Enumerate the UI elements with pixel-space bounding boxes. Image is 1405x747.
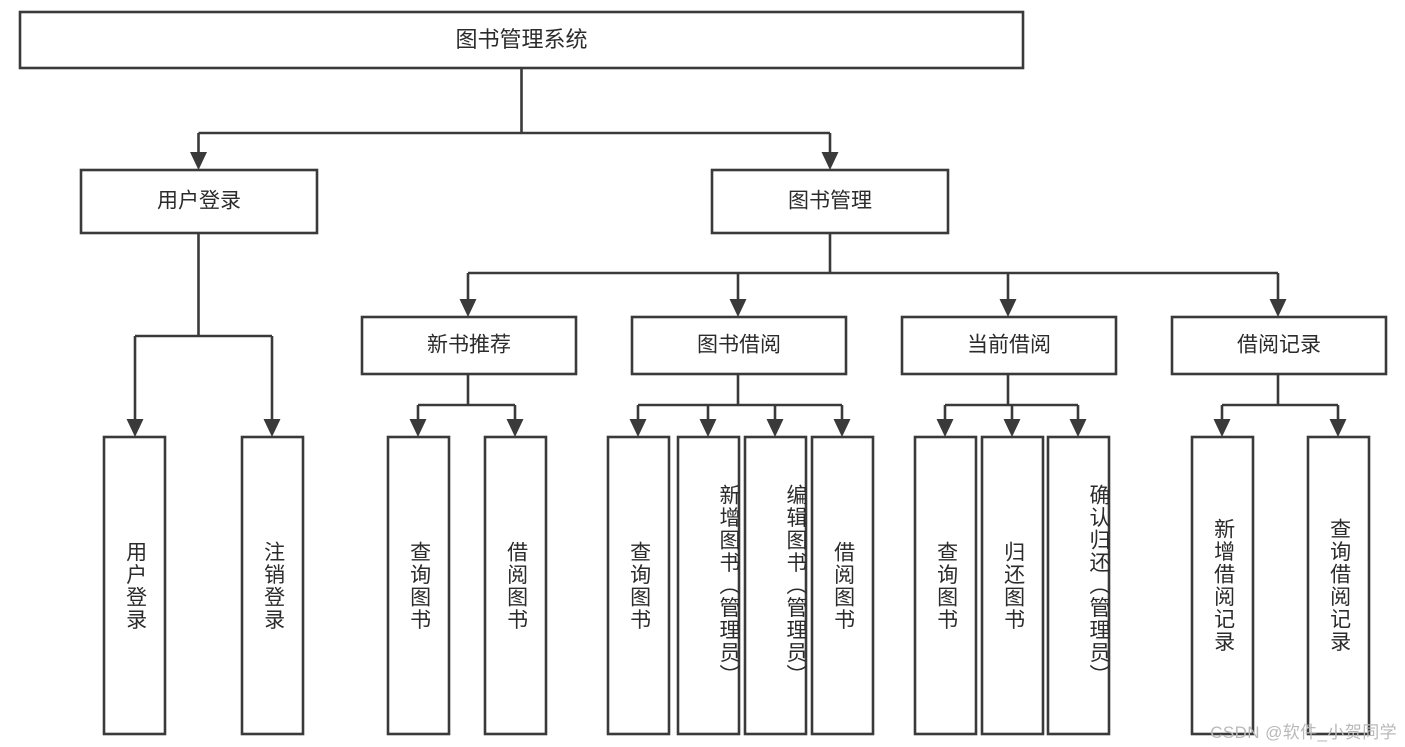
node-borrow-record[interactable]: 借阅记录 xyxy=(1170,315,1388,376)
arrow-head-leaf-query-book-3 xyxy=(936,419,954,437)
leaf-box-query-book-1[interactable] xyxy=(386,435,451,736)
leaf-box-query-book-2[interactable] xyxy=(606,435,671,736)
node-book-management-label: 图书管理 xyxy=(788,190,872,213)
node-user-login[interactable]: 用户登录 xyxy=(79,168,319,235)
node-layer: 图书管理系统 用户登录 图书管理 新书推荐 图书借阅 当前 xyxy=(18,10,1388,736)
leaf-box-user-logout[interactable] xyxy=(240,435,305,736)
arrow-head-leaf-add-book xyxy=(699,419,717,437)
node-root-system-label: 图书管理系统 xyxy=(455,27,587,52)
node-book-borrow-label: 图书借阅 xyxy=(697,334,781,357)
node-user-login-box[interactable] xyxy=(79,168,319,235)
node-book-management-box[interactable] xyxy=(710,168,950,235)
node-borrow-record-label: 借阅记录 xyxy=(1237,334,1321,357)
leaf-box-query-book-3[interactable] xyxy=(913,435,978,736)
node-book-management[interactable]: 图书管理 xyxy=(710,168,950,235)
connector-layer xyxy=(126,68,1347,437)
arrow-head-leaf-query-book-1 xyxy=(409,419,427,437)
arrow-head-borrow-record xyxy=(1269,299,1287,317)
node-root-system-box[interactable] xyxy=(18,10,1025,70)
node-new-book-recommend-box[interactable] xyxy=(360,315,578,376)
leaf-box-edit-book[interactable] xyxy=(743,435,808,736)
node-current-borrow[interactable]: 当前借阅 xyxy=(900,315,1118,376)
leaf-box-query-record[interactable] xyxy=(1306,435,1371,736)
node-new-book-recommend-label: 新书推荐 xyxy=(427,334,511,357)
arrow-head-book-borrow xyxy=(729,299,747,317)
arrow-head-userlogin xyxy=(190,152,207,170)
leaf-box-add-record[interactable] xyxy=(1190,435,1255,736)
arrow-head-leaf-query-book-2 xyxy=(629,419,647,437)
leaf-box-user-login[interactable] xyxy=(102,435,167,736)
arrow-head-leaf-borrow-book-1 xyxy=(506,419,524,437)
arrow-head-leaf-add-record xyxy=(1213,419,1231,437)
csdn-watermark: CSDN @软件_小贺同学 xyxy=(1210,723,1397,742)
arrow-head-leaf-user-login xyxy=(126,419,144,437)
arrow-head-bookmgmt xyxy=(821,152,839,170)
arrow-head-leaf-edit-book xyxy=(766,419,784,437)
leaf-box-borrow-book-2[interactable] xyxy=(810,435,875,736)
leaf-box-borrow-book-1[interactable] xyxy=(483,435,548,736)
node-current-borrow-box[interactable] xyxy=(900,315,1118,376)
arrow-head-current-borrow xyxy=(999,299,1017,317)
arrow-head-leaf-return-book xyxy=(1003,419,1021,437)
arrow-head-leaf-borrow-book-2 xyxy=(833,419,851,437)
leaf-box-add-book[interactable] xyxy=(676,435,741,736)
leaf-box-confirm-return[interactable] xyxy=(1046,435,1111,736)
arrow-head-leaf-confirm-return xyxy=(1069,419,1087,437)
node-current-borrow-label: 当前借阅 xyxy=(967,334,1051,357)
node-user-login-label: 用户登录 xyxy=(157,190,241,213)
node-book-borrow[interactable]: 图书借阅 xyxy=(630,315,848,376)
node-book-borrow-box[interactable] xyxy=(630,315,848,376)
arrow-head-leaf-query-record xyxy=(1329,419,1347,437)
arrow-head-new-book xyxy=(459,299,477,317)
arrow-head-leaf-user-logout xyxy=(263,419,281,437)
leaf-box-return-book[interactable] xyxy=(980,435,1045,736)
node-root-system[interactable]: 图书管理系统 xyxy=(18,10,1025,70)
node-new-book-recommend[interactable]: 新书推荐 xyxy=(360,315,578,376)
node-borrow-record-box[interactable] xyxy=(1170,315,1388,376)
